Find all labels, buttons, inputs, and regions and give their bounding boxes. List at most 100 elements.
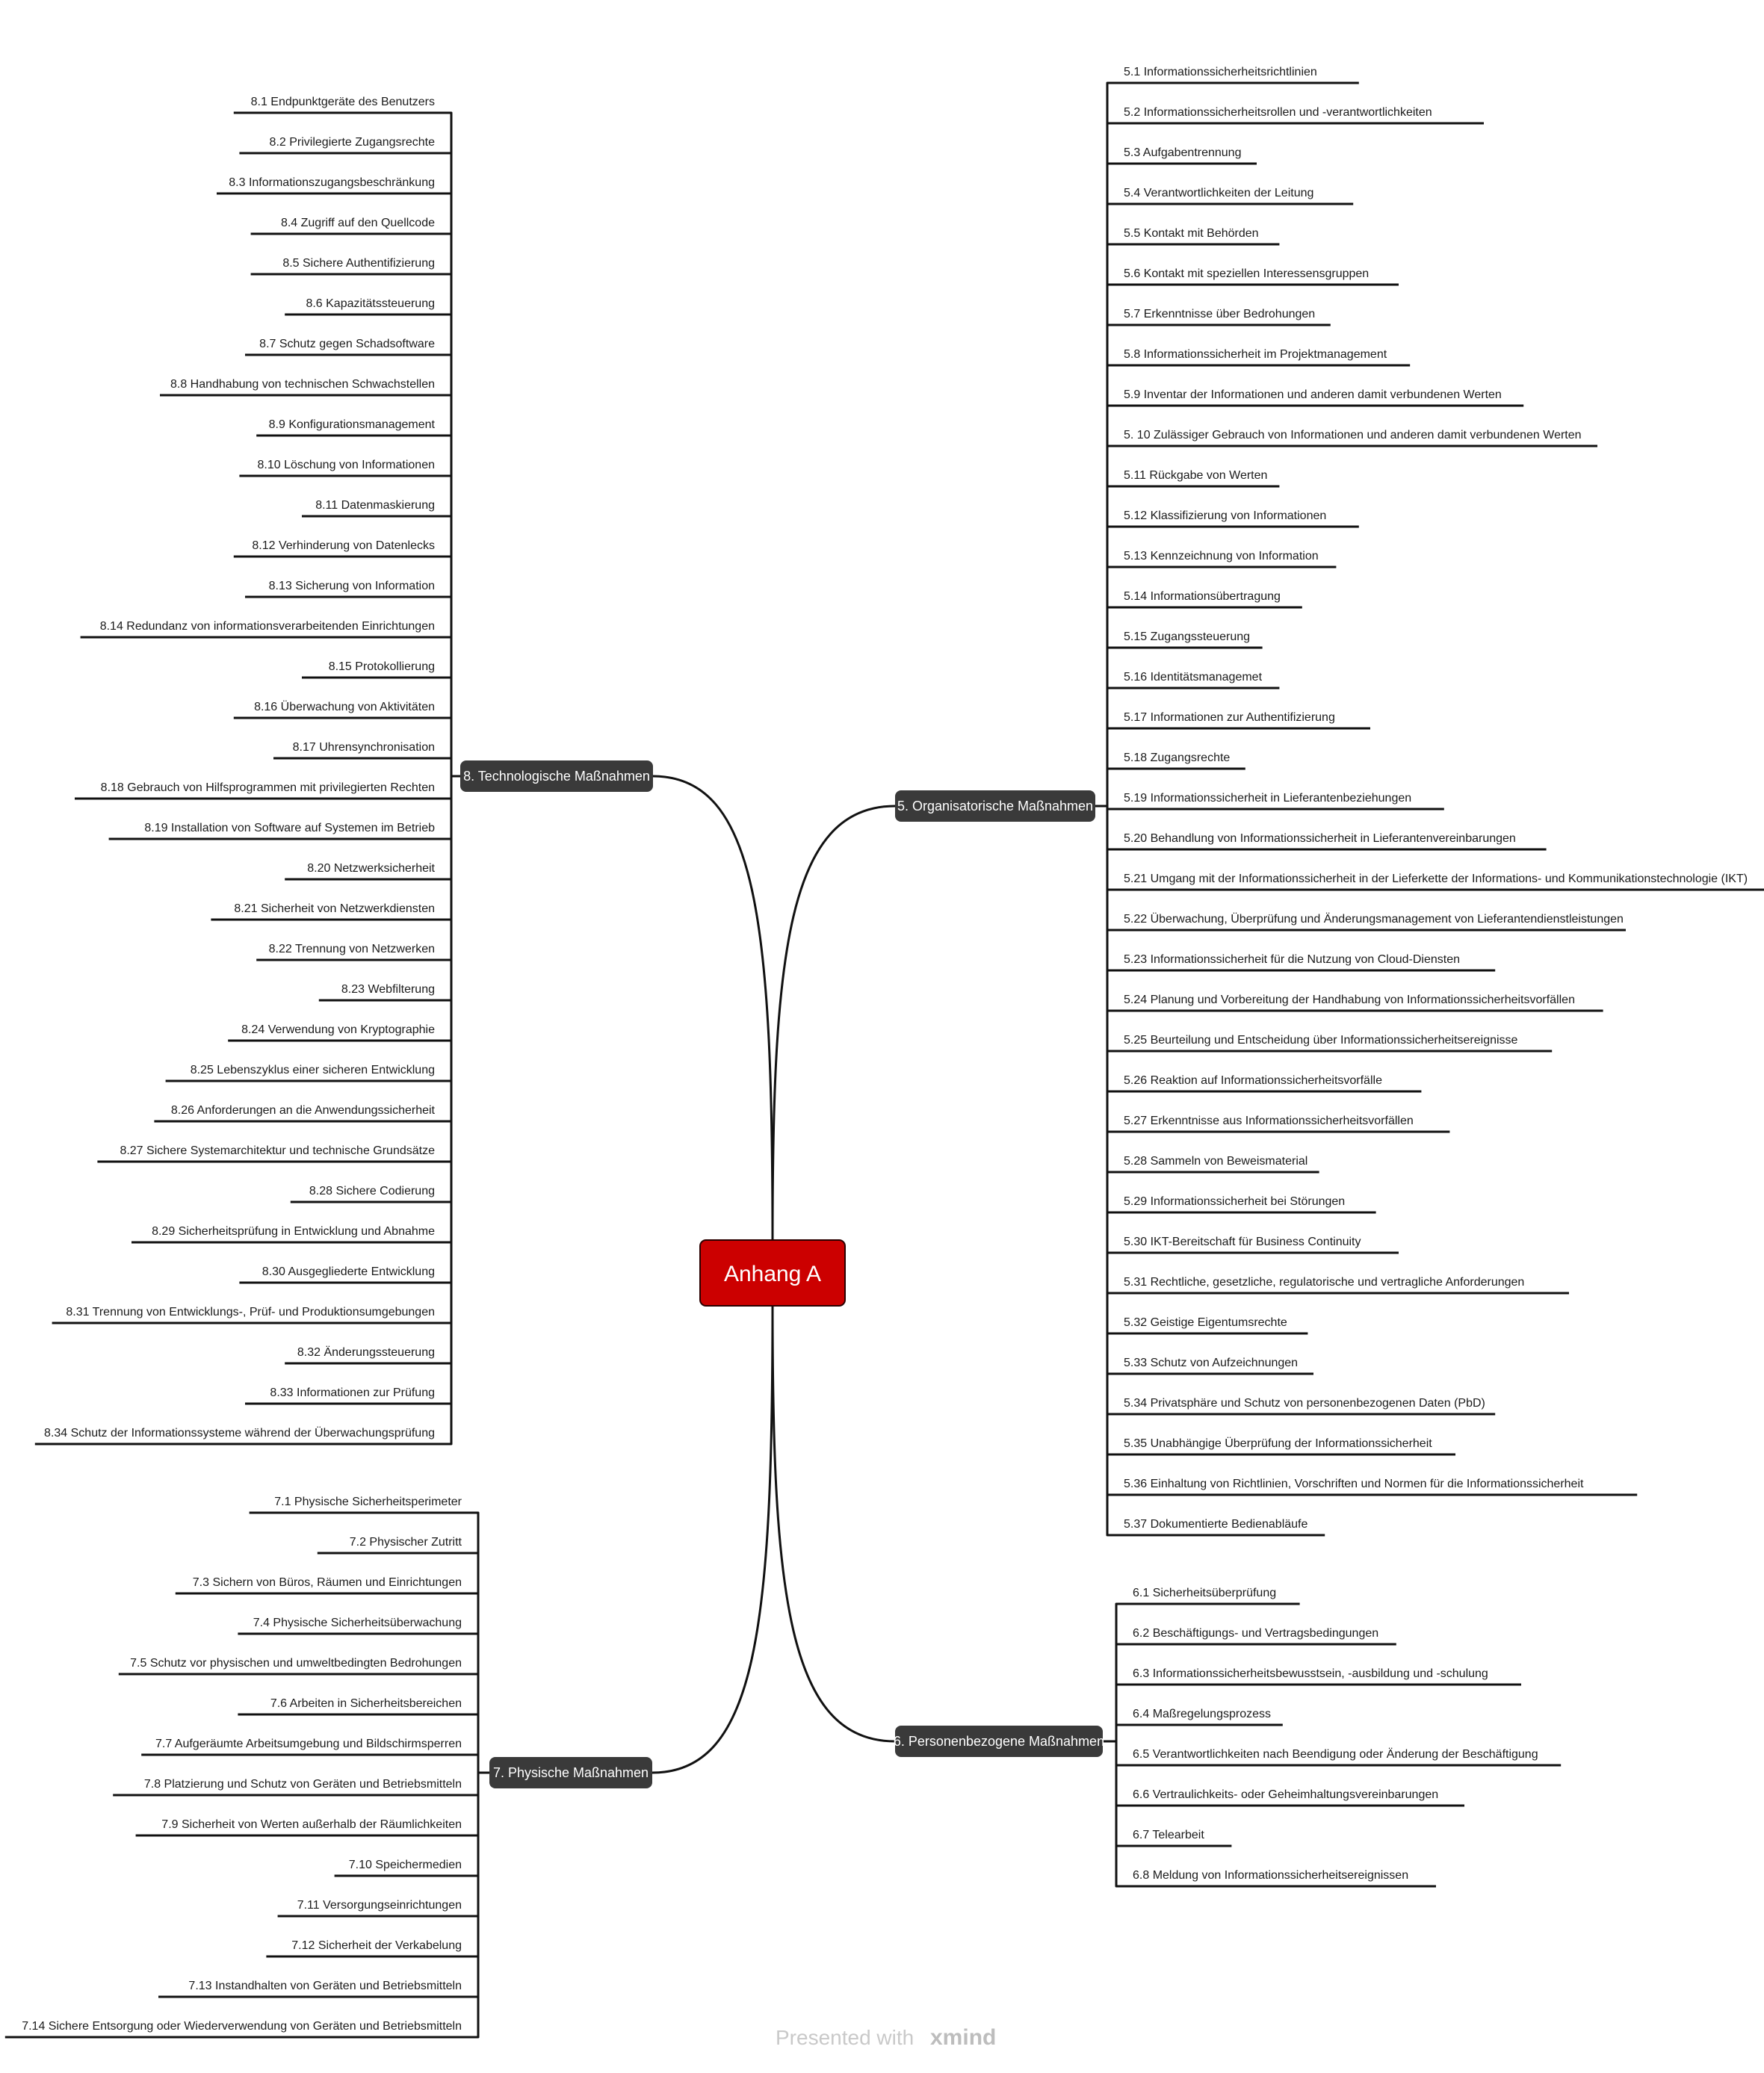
leaf-topic[interactable]: 8.33 Informationen zur Prüfung xyxy=(245,1386,451,1405)
leaf-topic[interactable]: 8.9 Konfigurationsmanagement xyxy=(256,418,451,437)
branch-topic[interactable]: 8. Technologische Maßnahmen xyxy=(460,760,653,792)
leaf-topic[interactable]: 8.7 Schutz gegen Schadsoftware xyxy=(245,338,451,356)
branch-topic[interactable]: 5. Organisatorische Maßnahmen xyxy=(895,790,1095,822)
leaf-topic[interactable]: 5.37 Dokumentierte Bedienabläufe xyxy=(1107,1518,1325,1537)
leaf-topic[interactable]: 8.14 Redundanz von informationsverarbeit… xyxy=(80,620,451,639)
leaf-topic[interactable]: 8.34 Schutz der Informationssysteme währ… xyxy=(34,1426,451,1445)
leaf-topic[interactable]: 8.18 Gebrauch von Hilfsprogrammen mit pr… xyxy=(75,781,451,800)
leaf-topic[interactable]: 6.8 Meldung von Informationssicherheitse… xyxy=(1116,1869,1436,1888)
leaf-topic[interactable]: 7.12 Sicherheit der Verkabelung xyxy=(266,1939,478,1958)
leaf-topic[interactable]: 7.5 Schutz vor physischen und umweltbedi… xyxy=(118,1657,478,1676)
leaf-topic[interactable]: 5.4 Verantwortlichkeiten der Leitung xyxy=(1107,187,1354,205)
leaf-topic[interactable]: 7.13 Instandhalten von Geräten und Betri… xyxy=(158,1980,478,1998)
leaf-topic[interactable]: 7.10 Speichermedien xyxy=(334,1859,478,1877)
leaf-topic[interactable]: 5.14 Informationsübertragung xyxy=(1107,590,1302,609)
leaf-topic[interactable]: 5.1 Informationssicherheitsrichtlinien xyxy=(1107,66,1359,84)
leaf-topic[interactable]: 5.20 Behandlung von Informationssicherhe… xyxy=(1107,832,1547,851)
leaf-topic[interactable]: 6.2 Beschäftigungs- und Vertragsbedingun… xyxy=(1116,1627,1396,1646)
leaf-topic[interactable]: 8.6 Kapazitätssteuerung xyxy=(285,297,451,316)
leaf-topic[interactable]: 5.25 Beurteilung und Entscheidung über I… xyxy=(1107,1034,1553,1053)
leaf-topic[interactable]: 6.3 Informationssicherheitsbewusstsein, … xyxy=(1116,1667,1521,1686)
leaf-topic[interactable]: 8.4 Zugriff auf den Quellcode xyxy=(250,217,451,235)
leaf-topic[interactable]: 8.2 Privilegierte Zugangsrechte xyxy=(239,136,451,155)
leaf-topic[interactable]: 5.23 Informationssicherheit für die Nutz… xyxy=(1107,953,1496,972)
central-topic[interactable]: Anhang A xyxy=(699,1239,846,1307)
branch-topic[interactable]: 6. Personenbezogene Maßnahmen xyxy=(894,1726,1104,1757)
leaf-topic[interactable]: 8.23 Webfilterung xyxy=(318,983,451,1002)
leaf-topic[interactable]: 6.6 Vertraulichkeits- oder Geheimhaltung… xyxy=(1116,1788,1464,1807)
leaf-topic[interactable]: 8.17 Uhrensynchronisation xyxy=(273,741,451,760)
leaf-topic[interactable]: 5.2 Informationssicherheitsrollen und -v… xyxy=(1107,106,1484,125)
leaf-topic[interactable]: 5.3 Aufgabentrennung xyxy=(1107,146,1257,165)
leaf-topic[interactable]: 5.19 Informationssicherheit in Lieferant… xyxy=(1107,792,1444,811)
leaf-topic[interactable]: 8.15 Protokollierung xyxy=(302,660,451,679)
leaf-topic[interactable]: 5.15 Zugangssteuerung xyxy=(1107,630,1263,649)
leaf-topic[interactable]: 8.13 Sicherung von Information xyxy=(245,580,451,598)
leaf-topic[interactable]: 5. 10 Zulässiger Gebrauch von Informatio… xyxy=(1107,429,1597,447)
leaf-topic[interactable]: 7.6 Arbeiten in Sicherheitsbereichen xyxy=(238,1697,478,1716)
leaf-topic[interactable]: 8.11 Datenmaskierung xyxy=(302,499,451,518)
leaf-topic[interactable]: 5.13 Kennzeichnung von Information xyxy=(1107,550,1337,568)
leaf-topic[interactable]: 5.28 Sammeln von Beweismaterial xyxy=(1107,1155,1319,1174)
leaf-topic[interactable]: 5.33 Schutz von Aufzeichnungen xyxy=(1107,1357,1313,1375)
leaf-topic[interactable]: 5.35 Unabhängige Überprüfung der Informa… xyxy=(1107,1437,1455,1456)
leaf-topic[interactable]: 8.24 Verwendung von Kryptographie xyxy=(228,1023,451,1042)
leaf-topic[interactable]: 7.1 Physische Sicherheitsperimeter xyxy=(249,1496,478,1514)
leaf-topic[interactable]: 5.29 Informationssicherheit bei Störunge… xyxy=(1107,1195,1376,1214)
leaf-topic[interactable]: 8.22 Trennung von Netzwerken xyxy=(256,943,451,961)
leaf-topic[interactable]: 8.19 Installation von Software auf Syste… xyxy=(108,822,451,840)
leaf-topic[interactable]: 7.9 Sicherheit von Werten außerhalb der … xyxy=(135,1818,478,1837)
leaf-topic[interactable]: 7.11 Versorgungseinrichtungen xyxy=(277,1899,478,1918)
leaf-topic[interactable]: 7.2 Physischer Zutritt xyxy=(317,1536,478,1555)
leaf-topic[interactable]: 6.5 Verantwortlichkeiten nach Beendigung… xyxy=(1116,1747,1562,1767)
leaf-topic[interactable]: 5.26 Reaktion auf Informationssicherheit… xyxy=(1107,1074,1422,1093)
leaf-topic[interactable]: 5.18 Zugangsrechte xyxy=(1107,752,1245,770)
leaf-topic[interactable]: 5.31 Rechtliche, gesetzliche, regulatori… xyxy=(1107,1276,1569,1295)
leaf-topic[interactable]: 7.4 Physische Sicherheitsüberwachung xyxy=(238,1617,478,1635)
leaf-topic[interactable]: 6.1 Sicherheitsüberprüfung xyxy=(1116,1587,1300,1605)
branch-topic[interactable]: 7. Physische Maßnahmen xyxy=(489,1757,652,1788)
leaf-topic[interactable]: 8.16 Überwachung von Aktivitäten xyxy=(233,700,451,719)
leaf-topic[interactable]: 5.12 Klassifizierung von Informationen xyxy=(1107,509,1359,528)
leaf-topic[interactable]: 8.27 Sichere Systemarchitektur und techn… xyxy=(97,1144,451,1163)
leaf-topic[interactable]: 7.8 Platzierung und Schutz von Geräten u… xyxy=(113,1778,478,1797)
leaf-topic[interactable]: 5.30 IKT-Bereitschaft für Business Conti… xyxy=(1107,1236,1399,1254)
leaf-topic[interactable]: 5.6 Kontakt mit speziellen Interessensgr… xyxy=(1107,267,1399,286)
leaf-topic[interactable]: 5.32 Geistige Eigentumsrechte xyxy=(1107,1316,1308,1335)
leaf-topic[interactable]: 8.30 Ausgegliederte Entwicklung xyxy=(239,1265,451,1284)
leaf-topic[interactable]: 5.24 Planung und Vorbereitung der Handha… xyxy=(1107,994,1603,1012)
leaf-topic[interactable]: 8.26 Anforderungen an die Anwendungssich… xyxy=(154,1104,451,1123)
leaf-topic[interactable]: 5.27 Erkenntnisse aus Informationssicher… xyxy=(1107,1115,1450,1133)
leaf-topic[interactable]: 7.14 Sichere Entsorgung oder Wiederverwe… xyxy=(4,2020,478,2039)
leaf-label: 8.2 Privilegierte Zugangsrechte xyxy=(270,136,436,149)
leaf-topic[interactable]: 6.4 Maßregelungsprozess xyxy=(1116,1708,1283,1726)
leaf-topic[interactable]: 8.25 Lebenszyklus einer sicheren Entwick… xyxy=(165,1064,451,1082)
leaf-topic[interactable]: 8.32 Änderungssteuerung xyxy=(285,1345,451,1365)
leaf-topic[interactable]: 5.8 Informationssicherheit im Projektman… xyxy=(1107,348,1411,367)
leaf-topic[interactable]: 8.20 Netzwerksicherheit xyxy=(285,862,451,881)
leaf-topic[interactable]: 8.21 Sicherheit von Netzwerkdiensten xyxy=(211,902,451,921)
leaf-topic[interactable]: 8.8 Handhabung von technischen Schwachst… xyxy=(160,378,451,397)
leaf-topic[interactable]: 5.34 Privatsphäre und Schutz von persone… xyxy=(1107,1397,1496,1416)
leaf-topic[interactable]: 7.3 Sichern von Büros, Räumen und Einric… xyxy=(175,1576,478,1595)
leaf-topic[interactable]: 5.11 Rückgabe von Werten xyxy=(1107,469,1280,488)
leaf-topic[interactable]: 5.21 Umgang mit der Informationssicherhe… xyxy=(1107,873,1764,891)
leaf-topic[interactable]: 8.5 Sichere Authentifizierung xyxy=(250,257,451,276)
leaf-topic[interactable]: 8.1 Endpunktgeräte des Benutzers xyxy=(233,96,451,114)
leaf-topic[interactable]: 8.12 Verhinderung von Datenlecks xyxy=(233,539,451,558)
leaf-topic[interactable]: 5.7 Erkenntnisse über Bedrohungen xyxy=(1107,308,1331,326)
leaf-topic[interactable]: 5.9 Inventar der Informationen und ander… xyxy=(1107,388,1524,407)
leaf-topic[interactable]: 8.10 Löschung von Informationen xyxy=(239,459,451,477)
leaf-topic[interactable]: 5.16 Identitätsmanagemet xyxy=(1107,671,1280,690)
leaf-topic[interactable]: 6.7 Telearbeit xyxy=(1116,1829,1232,1847)
leaf-topic[interactable]: 5.22 Überwachung, Überprüfung und Änderu… xyxy=(1107,912,1626,932)
leaf-topic[interactable]: 5.5 Kontakt mit Behörden xyxy=(1107,227,1280,246)
leaf-topic[interactable]: 8.28 Sichere Codierung xyxy=(290,1185,451,1203)
leaf-topic[interactable]: 5.17 Informationen zur Authentifizierung xyxy=(1107,711,1370,730)
leaf-topic[interactable]: 8.29 Sicherheitsprüfung in Entwicklung u… xyxy=(131,1225,451,1244)
leaf-topic[interactable]: 8.31 Trennung von Entwicklungs-, Prüf- u… xyxy=(52,1306,451,1324)
branch-connector xyxy=(652,775,774,1241)
leaf-topic[interactable]: 7.7 Aufgeräumte Arbeitsumgebung und Bild… xyxy=(141,1738,478,1756)
leaf-topic[interactable]: 8.3 Informationszugangsbeschränkung xyxy=(217,176,451,195)
leaf-topic[interactable]: 5.36 Einhaltung von Richtlinien, Vorschr… xyxy=(1107,1478,1638,1496)
